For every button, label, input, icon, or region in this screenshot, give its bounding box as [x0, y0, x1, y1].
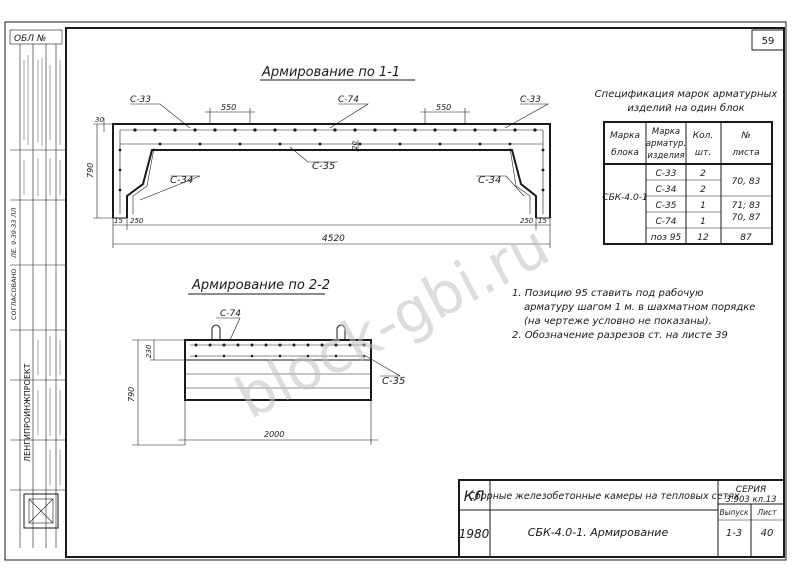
spec-row-sheet: 70, 83 [732, 177, 761, 187]
stamp-sheet-code: ЛЕ. 9-39-33 ЛЛ [10, 208, 18, 259]
s1-label-c34-left: С-34 [170, 175, 193, 186]
tb-sheet-value: 40 [761, 528, 774, 539]
s1-label-c34-right: С-34 [478, 175, 501, 186]
spec-h-mark-3: изделия [647, 151, 684, 161]
s1-label-c33-left: С-33 [130, 95, 151, 105]
s1-dim-30: 30 [95, 116, 104, 124]
s1-dim-550-left: 550 [221, 103, 236, 112]
page-number-box [751, 29, 785, 51]
s1-dim-550-right: 550 [436, 103, 451, 112]
stamp-logo [23, 493, 59, 529]
s1-dim-4520: 4520 [322, 234, 345, 244]
spec-h-sheet-2: листа [731, 148, 759, 158]
corner-code-box [9, 29, 63, 45]
spec-row-sheet: 87 [740, 233, 752, 243]
s2-dim-230: 230 [145, 344, 153, 358]
spec-h-mark-1: Марка [652, 127, 680, 137]
spec-h-qty-1: Кол. [693, 131, 714, 141]
outer-frame [4, 21, 787, 561]
spec-row-mark: С-74 [656, 217, 677, 227]
spec-title-line1: Спецификация марок арматурных [595, 89, 778, 100]
tb-issue-value: 1-3 [726, 528, 742, 539]
s1-label-c74: С-74 [338, 95, 359, 105]
section2-title: Армирование по 2-2 [191, 278, 330, 293]
spec-row-sheet: 71; 83 [732, 201, 761, 211]
spec-h-mark-2: арматур. [646, 139, 686, 149]
stamp-agreed: СОГЛАСОВАНО [10, 268, 18, 320]
note-2: 2. Обозначение разрезов ст. на листе 39 [512, 329, 728, 341]
section1-title: Армирование по 1-1 [261, 65, 400, 80]
spec-block-name: СБК-4.0-1 [602, 193, 647, 203]
s2-dim-790: 790 [127, 387, 136, 402]
spec-row-qty: 2 [700, 185, 706, 195]
tb-series-value: 3.903 кл.13 [725, 495, 776, 505]
s2-dim-2000: 2000 [264, 430, 284, 439]
note-1-line3: (на чертеже условно не показаны). [524, 316, 712, 327]
s2-label-c74: С-74 [220, 309, 241, 319]
spec-title-line2: изделий на один блок [627, 102, 744, 114]
note-1-line2: арматуру шагом 1 м. в шахматном порядке [524, 302, 755, 313]
spec-table [603, 121, 773, 245]
tb-issue-label: Выпуск [719, 508, 749, 517]
s1-label-c35: С-35 [312, 161, 335, 172]
stamp-org-name: ЛЕНГИПРОИНЖПРОЕКТ [23, 363, 32, 462]
spec-row-sheet: 70, 87 [732, 213, 761, 223]
s2-label-c35: С-35 [382, 376, 405, 387]
s1-dim-250-left: 250 [130, 217, 144, 225]
page-number: 59 [762, 36, 775, 47]
s1-dim-790: 790 [86, 163, 95, 178]
spec-row-qty: 1 [700, 217, 706, 227]
tb-year: 1980 [459, 527, 490, 541]
s1-dim-250-right: 250 [520, 217, 534, 225]
spec-h-qty-2: шт. [695, 148, 711, 158]
side-stamp: ЛЕНГИПРОИНЖПРОЕКТ СОГЛАСОВАНО ЛЕ. 9-39-3… [10, 44, 66, 548]
section1-drawing [93, 103, 551, 248]
spec-row-mark: С-33 [656, 169, 677, 179]
spec-row-mark: поз 95 [651, 233, 682, 243]
tb-description: Сборные железобетонные камеры на тепловы… [468, 491, 740, 502]
s1-dim-20: 20 [351, 141, 359, 150]
title-block [458, 479, 785, 558]
spec-h-sheet-1: № [740, 131, 750, 141]
spec-row-qty: 2 [700, 169, 706, 179]
s1-dim-15-right: 15 [538, 217, 547, 225]
tb-org-code: КЛ [464, 489, 485, 505]
spec-h-block-1: Марка [610, 131, 640, 141]
spec-h-block-2: блока [611, 148, 639, 158]
tb-series-label: СЕРИЯ [736, 485, 766, 495]
spec-row-qty: 12 [697, 233, 709, 243]
section2-drawing [132, 317, 402, 446]
spec-row-qty: 1 [700, 201, 706, 211]
spec-row-mark: С-35 [656, 201, 677, 211]
s1-label-c33-right: С-33 [520, 95, 541, 105]
inner-frame [65, 27, 785, 558]
note-1-line1: 1. Позицию 95 ставить под рабочую [512, 287, 703, 299]
spec-row-mark: С-34 [656, 185, 677, 195]
tb-drawing-title: СБК-4.0-1. Армирование [528, 526, 669, 539]
s1-dim-15-left: 15 [114, 217, 123, 225]
tb-sheet-label: Лист [756, 508, 777, 517]
corner-code: ОБЛ № [14, 34, 46, 44]
